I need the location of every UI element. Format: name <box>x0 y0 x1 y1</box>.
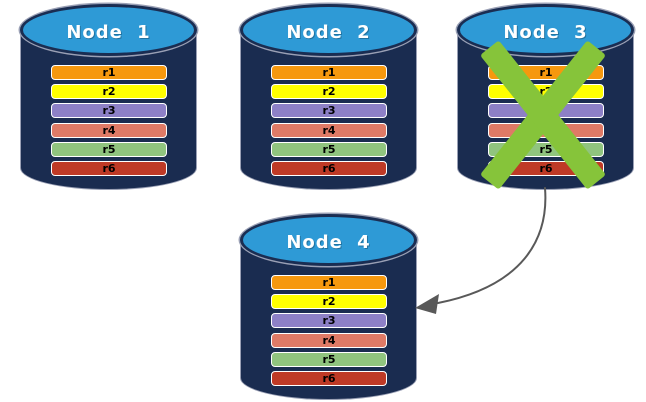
record-bar-r6: r6 <box>271 160 387 176</box>
node-1: Node 1 r1 r2 r3 r4 r5 r6 <box>20 4 197 190</box>
node-label: Node 2 <box>286 21 371 43</box>
node-label: Node 3 <box>503 21 588 43</box>
node-label: Node 4 <box>286 231 371 253</box>
node-label: Node 1 <box>66 21 151 43</box>
record-bar-r6: r6 <box>51 160 167 176</box>
arrow-head-icon <box>415 294 439 314</box>
record-list: r1 r2 r3 r4 r5 r6 <box>271 275 387 386</box>
record-bar-r5: r5 <box>271 351 387 367</box>
record-bar-r1: r1 <box>51 65 167 80</box>
record-list: r1 r2 r3 r4 r5 r6 <box>51 65 167 176</box>
cylinder-top: Node 1 <box>20 4 197 56</box>
record-list: r1 r2 r3 r4 r5 r6 <box>271 65 387 176</box>
failure-x-icon <box>479 39 607 190</box>
record-bar-r2: r2 <box>271 84 387 100</box>
arrow-curve <box>437 187 547 304</box>
cylinder-top: Node 3 <box>457 4 634 56</box>
record-bar-r3: r3 <box>271 103 387 119</box>
record-bar-r2: r2 <box>271 294 387 310</box>
record-bar-r3: r3 <box>51 103 167 119</box>
record-bar-r1: r1 <box>271 275 387 290</box>
record-bar-r4: r4 <box>271 332 387 348</box>
node-4: Node 4 r1 r2 r3 r4 r5 r6 <box>240 214 417 400</box>
node-2: Node 2 r1 r2 r3 r4 r5 r6 <box>240 4 417 190</box>
record-bar-r4: r4 <box>271 122 387 138</box>
cylinder-top: Node 4 <box>240 214 417 266</box>
record-bar-r2: r2 <box>51 84 167 100</box>
failover-arrow <box>415 187 547 314</box>
node-3: Node 3 r1 r2 r3 r4 r5 r6 <box>457 4 634 190</box>
record-bar-r1: r1 <box>271 65 387 80</box>
record-bar-r5: r5 <box>271 141 387 157</box>
record-bar-r4: r4 <box>51 122 167 138</box>
cylinder-top: Node 2 <box>240 4 417 56</box>
record-bar-r5: r5 <box>51 141 167 157</box>
record-bar-r6: r6 <box>271 370 387 386</box>
record-bar-r3: r3 <box>271 313 387 329</box>
